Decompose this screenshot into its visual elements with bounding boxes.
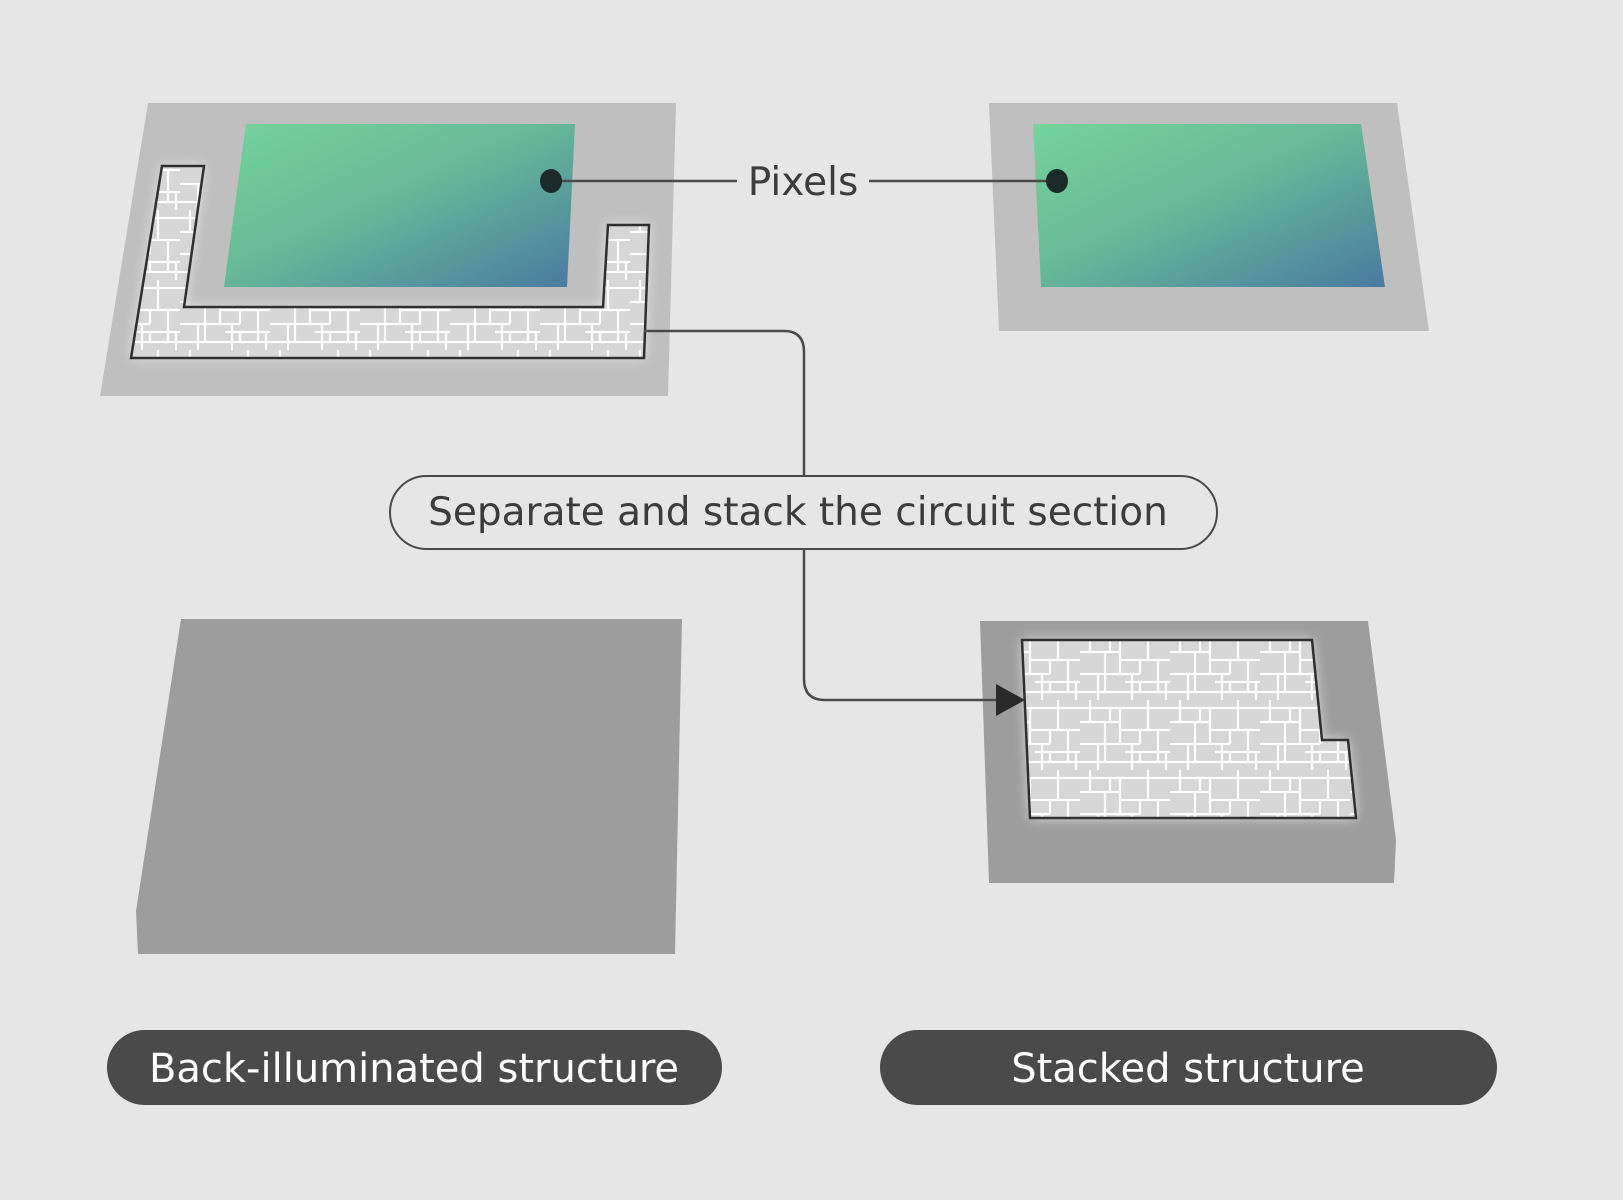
circuit-section-left: [129, 164, 651, 360]
stacked-pixel-chip: [989, 103, 1429, 331]
support-substrate: [136, 619, 682, 954]
back-illuminated-chip: [100, 103, 676, 396]
pointer-dot-icon: [1046, 169, 1068, 193]
pixels-label: Pixels: [748, 160, 859, 205]
circuit-section-right: [1020, 638, 1358, 820]
arrowhead-icon: [996, 684, 1025, 716]
label-back-illuminated: Back-illuminated structure: [107, 1030, 722, 1105]
pixel-area-left: [224, 124, 575, 287]
svg-text:Back-illuminated structure: Back-illuminated structure: [149, 1046, 679, 1092]
separate-label: Separate and stack the circuit section: [428, 490, 1168, 535]
label-stacked: Stacked structure: [880, 1030, 1497, 1105]
pixels-callout: Pixels: [540, 160, 1068, 205]
separate-callout: Separate and stack the circuit section: [389, 475, 1218, 550]
pixel-area-right: [1033, 124, 1385, 287]
svg-text:Stacked structure: Stacked structure: [1011, 1046, 1365, 1092]
pointer-dot-icon: [540, 169, 562, 193]
stacked-circuit-chip: [980, 621, 1396, 883]
